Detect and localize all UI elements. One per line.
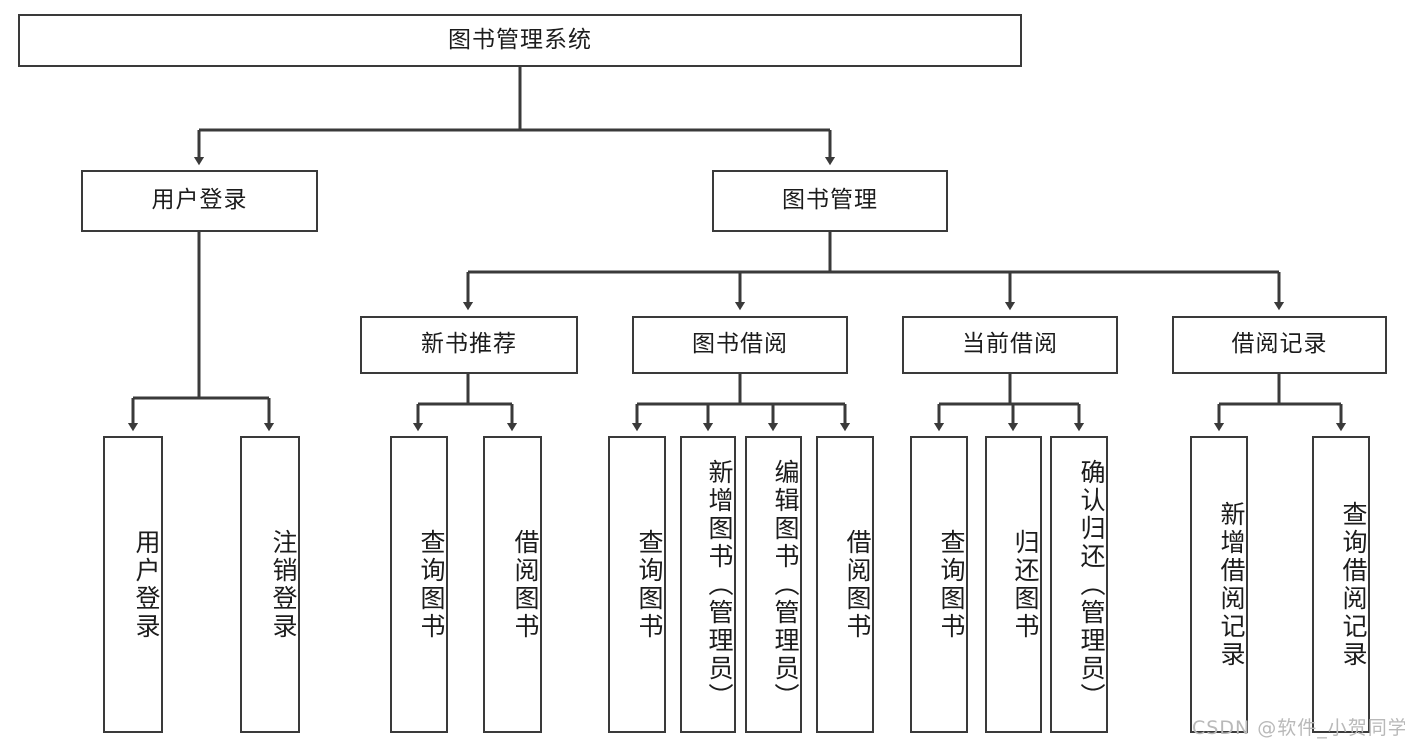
node-label: 确认归还（管理员） (1077, 458, 1106, 711)
node-label: 用户登录 (132, 528, 161, 641)
node-label: 新书推荐 (421, 331, 517, 358)
leaf-query-book-borrow[interactable]: 查询图书 (608, 436, 666, 733)
node-label: 图书借阅 (692, 331, 788, 358)
leaf-return-book[interactable]: 归还图书 (985, 436, 1042, 733)
node-label: 查询图书 (937, 528, 966, 641)
leaf-query-book-current[interactable]: 查询图书 (910, 436, 968, 733)
leaf-borrow-book-borrow[interactable]: 借阅图书 (816, 436, 874, 733)
leaf-query-book-recommend[interactable]: 查询图书 (390, 436, 448, 733)
node-label: 当前借阅 (962, 331, 1058, 358)
node-book-manage[interactable]: 图书管理 (712, 170, 948, 232)
node-label: 图书管理系统 (448, 26, 592, 53)
leaf-add-borrow-record[interactable]: 新增借阅记录 (1190, 436, 1248, 733)
leaf-logout[interactable]: 注销登录 (240, 436, 300, 733)
node-book-borrow[interactable]: 图书借阅 (632, 316, 848, 374)
node-label: 新增借阅记录 (1217, 500, 1246, 669)
node-label: 图书管理 (782, 187, 878, 214)
node-label: 借阅图书 (843, 528, 872, 641)
node-borrow-record[interactable]: 借阅记录 (1172, 316, 1387, 374)
node-label: 新增图书（管理员） (705, 458, 734, 711)
node-label: 查询图书 (417, 528, 446, 641)
node-new-book-recommend[interactable]: 新书推荐 (360, 316, 578, 374)
node-root-system[interactable]: 图书管理系统 (18, 14, 1022, 67)
node-label: 用户登录 (151, 187, 248, 214)
node-label: 查询借阅记录 (1339, 500, 1368, 669)
node-label: 归还图书 (1011, 528, 1040, 641)
leaf-confirm-return-admin[interactable]: 确认归还（管理员） (1050, 436, 1108, 733)
node-current-borrow[interactable]: 当前借阅 (902, 316, 1118, 374)
node-label: 借阅图书 (511, 528, 540, 641)
leaf-user-login[interactable]: 用户登录 (103, 436, 163, 733)
node-label: 查询图书 (635, 528, 664, 641)
leaf-edit-book-admin[interactable]: 编辑图书（管理员） (745, 436, 802, 733)
node-label: 借阅记录 (1231, 331, 1328, 358)
leaf-borrow-book-recommend[interactable]: 借阅图书 (483, 436, 542, 733)
watermark-text: CSDN @软件_小贺同学 (1192, 717, 1405, 739)
node-label: 注销登录 (269, 528, 298, 641)
leaf-add-book-admin[interactable]: 新增图书（管理员） (680, 436, 736, 733)
node-label: 编辑图书（管理员） (771, 458, 800, 711)
leaf-query-borrow-record[interactable]: 查询借阅记录 (1312, 436, 1370, 733)
node-user-login[interactable]: 用户登录 (81, 170, 318, 232)
